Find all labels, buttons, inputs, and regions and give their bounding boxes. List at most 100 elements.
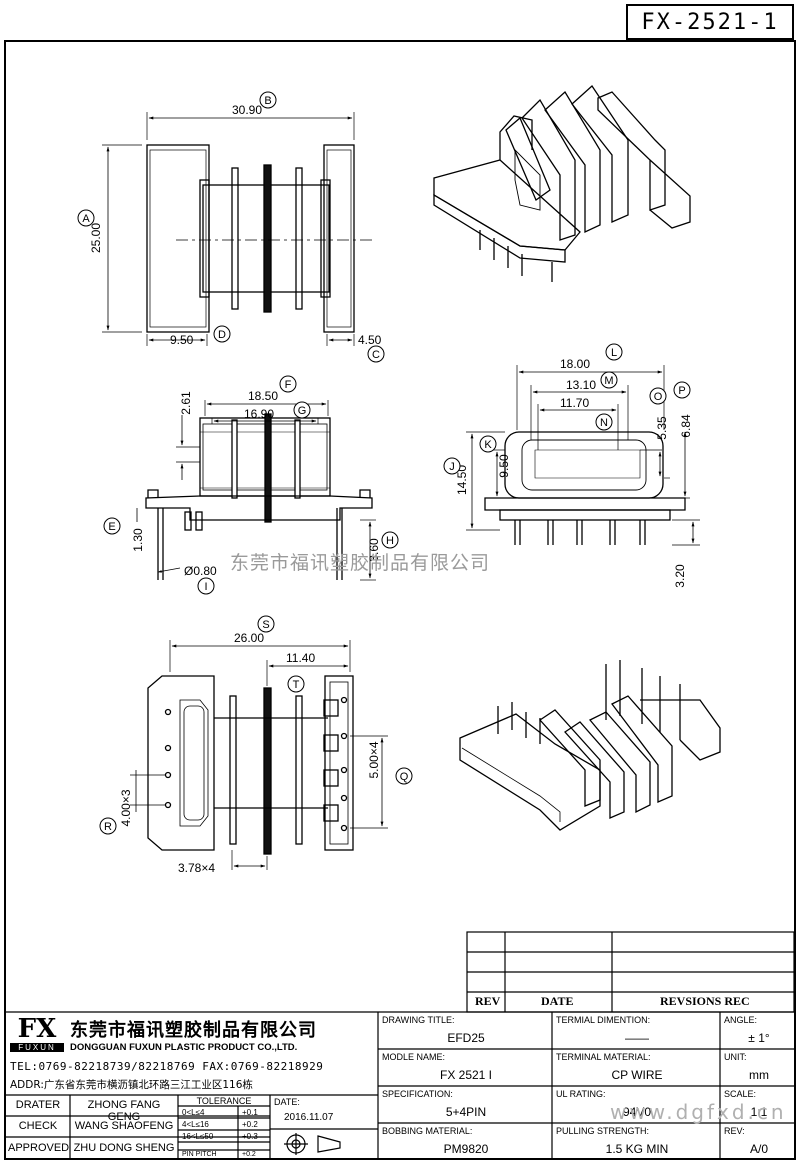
dim-f: 18.50	[248, 389, 278, 403]
svg-text:G: G	[298, 405, 307, 417]
svg-text:O: O	[654, 391, 663, 403]
callout-g: G	[293, 401, 311, 419]
company-watermark: 东莞市福讯塑胶制品有限公司	[230, 552, 491, 574]
company-name-en: DONGGUAN FUXUN PLASTIC PRODUCT CO.,LTD.	[70, 1042, 298, 1053]
dim-i: Ø0.80	[184, 564, 217, 578]
callout-h: H	[381, 531, 399, 549]
callout-m: M	[600, 371, 618, 389]
dim-r: 4.00×3	[119, 789, 133, 826]
rev-header: REV	[475, 994, 501, 1008]
modle-name-cell: MODLE NAME: FX 2521 I	[382, 1052, 493, 1082]
svg-text:S: S	[262, 619, 269, 631]
svg-text:D: D	[218, 329, 226, 341]
dim-m: 13.10	[566, 378, 596, 392]
top-view	[102, 112, 374, 346]
dim-k: 9.50	[497, 454, 511, 478]
callout-b: B	[259, 91, 277, 109]
iso-view-bottom	[459, 660, 721, 831]
svg-text:J: J	[449, 461, 455, 473]
side-view	[466, 365, 700, 546]
scale-cell: SCALE: 1:1	[724, 1089, 768, 1119]
drawing-border	[4, 40, 796, 1160]
tol-range-1: 0<L≤4	[182, 1108, 205, 1117]
dim-320: 3.20	[673, 564, 687, 588]
dim-p: 6.84	[679, 414, 693, 438]
company-addr: ADDR:广东省东莞市横沥镇北环路三江工业区116栋	[10, 1079, 253, 1091]
callout-o: O	[649, 387, 667, 405]
unit-cell: UNIT: mm	[724, 1052, 769, 1082]
drawing-title-cell: DRAWING TITLE: EFD25	[382, 1015, 485, 1045]
drater-name: ZHONG FANG GENG	[87, 1099, 161, 1123]
dim-378: 3.78×4	[178, 861, 215, 875]
dim-g: 16.90	[244, 407, 274, 421]
svg-text:C: C	[372, 349, 380, 361]
tol-range-2: 4<L≤16	[182, 1120, 209, 1129]
callout-r: R	[99, 817, 117, 835]
svg-text:Q: Q	[400, 771, 409, 783]
svg-text:N: N	[600, 417, 608, 429]
approved-label: APPROVED	[8, 1142, 70, 1154]
svg-text:H: H	[386, 535, 394, 547]
callout-t: T	[287, 675, 305, 693]
svg-text:P: P	[678, 385, 685, 397]
dim-h: 3.60	[367, 538, 381, 562]
dim-s: 26.00	[234, 631, 264, 645]
rev-cell: REV: A/0	[724, 1126, 768, 1156]
svg-text:B: B	[264, 95, 271, 107]
callout-i: I	[197, 577, 215, 595]
front-view	[136, 400, 376, 581]
callout-a: A	[77, 209, 95, 227]
title-block-grid	[4, 1011, 796, 1160]
tolerance-title: TOLERANCE	[196, 1096, 252, 1106]
site-watermark: www.dgfxd.cn	[610, 1100, 787, 1124]
dim-n: 11.70	[560, 396, 589, 410]
callout-c: C	[367, 345, 385, 363]
company-tel: TEL:0769-82218739/82218769 FAX:0769-8221…	[10, 1060, 324, 1073]
svg-text:E: E	[108, 521, 115, 533]
date-label: DATE:	[274, 1097, 300, 1107]
dim-261: 2.61	[179, 391, 193, 415]
company-logo: FX FUXUN	[10, 1015, 64, 1055]
callout-p: P	[673, 381, 691, 399]
company-name-cn: 东莞市福讯塑胶制品有限公司	[70, 1020, 317, 1041]
tol-value-1: +0.1	[242, 1108, 258, 1117]
dim-e: 1.30	[131, 528, 145, 552]
ul-rating-cell: UL RATING: 94V0	[556, 1089, 652, 1119]
approved-name: ZHU DONG SHENG	[73, 1142, 175, 1154]
date-value: 2016.11.07	[284, 1112, 334, 1123]
dim-o: 5.35	[655, 416, 669, 440]
drater-label: DRATER	[15, 1099, 61, 1111]
svg-text:R: R	[104, 821, 112, 833]
svg-text:A: A	[82, 213, 90, 225]
specification-cell: SPECIFICATION: 5+4PIN	[382, 1089, 487, 1119]
svg-text:L: L	[611, 347, 617, 359]
callout-d: D	[213, 325, 231, 343]
callout-e: E	[103, 517, 121, 535]
tol-value-4: +0.2	[242, 1151, 256, 1158]
dim-d: 9.50	[170, 333, 194, 347]
callout-letters: B A D C F G E I H L M N O P K J S T Q R	[77, 91, 691, 835]
pulling-strength-cell: PULLING STRENGTH: 1.5 KG MIN	[556, 1126, 669, 1156]
svg-text:I: I	[204, 581, 207, 593]
callout-j: J	[443, 457, 461, 475]
dimension-labels: 30.90 25.00 9.50 4.50 18.50 16.90 2.61 1…	[89, 103, 693, 875]
dim-q: 5.00×4	[367, 741, 381, 778]
bottom-view	[130, 640, 388, 870]
dim-j: 14.50	[455, 465, 469, 495]
tol-range-4: PIN PITCH	[182, 1151, 217, 1158]
terminal-material-cell: TERMINAL MATERIAL: CP WIRE	[556, 1052, 663, 1082]
tol-value-3: +0.3	[242, 1132, 258, 1141]
date-header: DATE	[541, 994, 574, 1008]
dim-b: 30.90	[232, 103, 262, 117]
check-name: WANG SHAOFENG	[74, 1120, 174, 1132]
svg-text:T: T	[293, 679, 300, 691]
iso-view-top	[433, 85, 691, 282]
callout-s: S	[257, 615, 275, 633]
callout-l: L	[605, 343, 623, 361]
svg-text:M: M	[604, 375, 613, 387]
revisions-header: REVSIONS REC	[660, 994, 750, 1008]
tol-range-3: 16<L≤50	[182, 1132, 214, 1141]
dim-c: 4.50	[358, 333, 382, 347]
